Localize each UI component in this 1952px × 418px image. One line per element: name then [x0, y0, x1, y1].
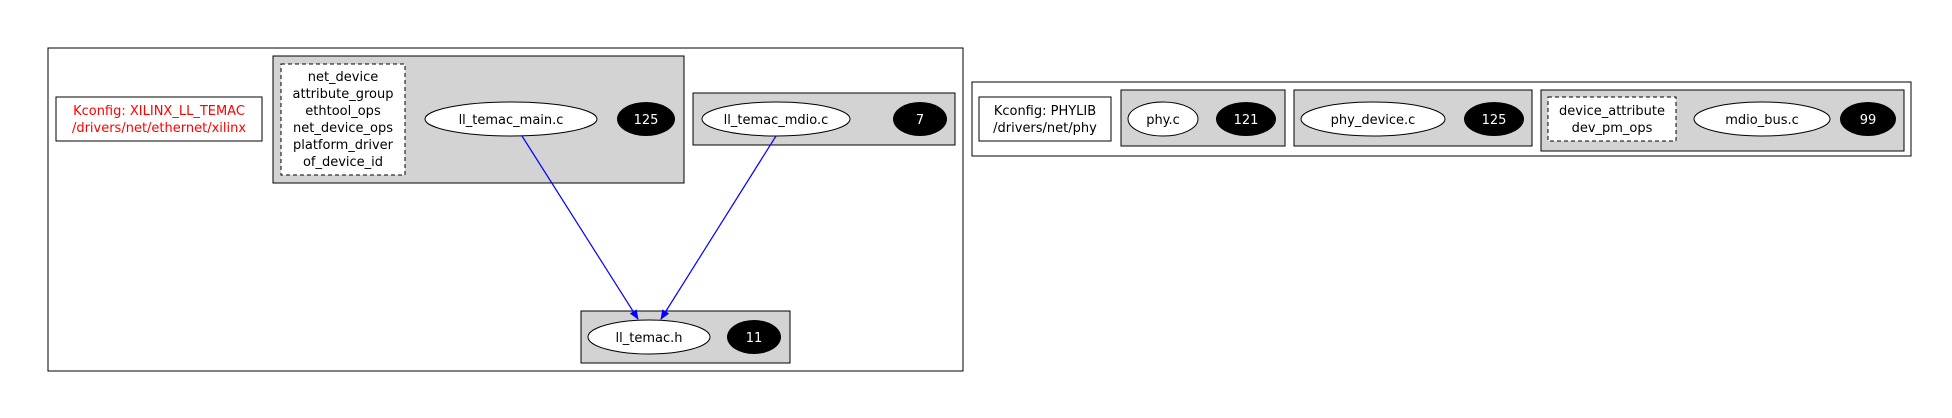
kconfig-xilinx-node[interactable]: Kconfig: XILINX_LL_TEMAC /drivers/net/et… — [55, 96, 263, 142]
struct-item: platform_driver — [293, 138, 394, 153]
cluster-xilinx-ll-temac: Kconfig: XILINX_LL_TEMAC /drivers/net/et… — [47, 47, 964, 372]
cluster-phylib: Kconfig: PHYLIB /drivers/net/phy phy.c 1… — [971, 81, 1912, 157]
struct-item: attribute_group — [293, 87, 394, 102]
count-label: 121 — [1234, 113, 1259, 128]
edge-mdio-to-header — [660, 135, 777, 320]
file-label: phy.c — [1146, 113, 1180, 128]
count-label: 7 — [916, 113, 924, 128]
file-label: ll_temac_mdio.c — [724, 113, 829, 128]
group-ll-temac-main: net_device attribute_group ethtool_ops n… — [272, 55, 685, 184]
edge-main-to-header — [521, 135, 639, 320]
count-label: 99 — [1860, 113, 1877, 128]
file-label: mdio_bus.c — [1725, 113, 1799, 128]
group-ll-temac-h: ll_temac.h 11 — [580, 310, 791, 364]
kconfig-phylib-line1: Kconfig: PHYLIB — [994, 104, 1096, 119]
file-node-ll-temac-h[interactable]: ll_temac.h — [587, 319, 711, 355]
file-node-mdio-bus[interactable]: mdio_bus.c — [1693, 101, 1831, 137]
kconfig-phylib-line2: /drivers/net/phy — [993, 121, 1097, 136]
kconfig-xilinx-line1: Kconfig: XILINX_LL_TEMAC — [73, 104, 245, 119]
count-badge-ll-temac-h: 11 — [727, 320, 781, 354]
file-node-ll-temac-mdio[interactable]: ll_temac_mdio.c — [701, 101, 851, 137]
group-phy-device: phy_device.c 125 — [1293, 89, 1533, 147]
file-label: ll_temac.h — [616, 331, 683, 346]
count-label: 11 — [746, 331, 763, 346]
kconfig-xilinx-line2: /drivers/net/ethernet/xilinx — [72, 121, 246, 136]
kconfig-phylib-node[interactable]: Kconfig: PHYLIB /drivers/net/phy — [978, 96, 1112, 142]
count-badge-ll-temac-mdio: 7 — [893, 102, 947, 136]
struct-item: net_device — [308, 70, 379, 85]
file-node-phy[interactable]: phy.c — [1127, 101, 1199, 137]
count-label: 125 — [1482, 113, 1507, 128]
struct-list-mdio-bus: device_attribute dev_pm_ops — [1547, 96, 1677, 142]
group-ll-temac-mdio: ll_temac_mdio.c 7 — [692, 92, 956, 146]
struct-item: ethtool_ops — [305, 104, 381, 119]
struct-list-ll-temac-main: net_device attribute_group ethtool_ops n… — [280, 63, 406, 176]
count-badge-phy: 121 — [1216, 102, 1276, 136]
count-badge-phy-device: 125 — [1464, 102, 1524, 136]
count-label: 125 — [634, 113, 659, 128]
file-label: ll_temac_main.c — [459, 113, 564, 128]
count-badge-mdio-bus: 99 — [1840, 102, 1896, 136]
count-badge-ll-temac-main: 125 — [617, 102, 675, 136]
struct-item: dev_pm_ops — [1572, 121, 1653, 136]
file-node-ll-temac-main[interactable]: ll_temac_main.c — [424, 101, 598, 137]
struct-item: of_device_id — [303, 155, 383, 170]
struct-item: device_attribute — [1559, 104, 1665, 119]
file-label: phy_device.c — [1331, 113, 1416, 128]
struct-item: net_device_ops — [293, 121, 393, 136]
file-node-phy-device[interactable]: phy_device.c — [1300, 101, 1446, 137]
group-mdio-bus: device_attribute dev_pm_ops mdio_bus.c 9… — [1540, 89, 1905, 152]
group-phy: phy.c 121 — [1120, 89, 1286, 147]
